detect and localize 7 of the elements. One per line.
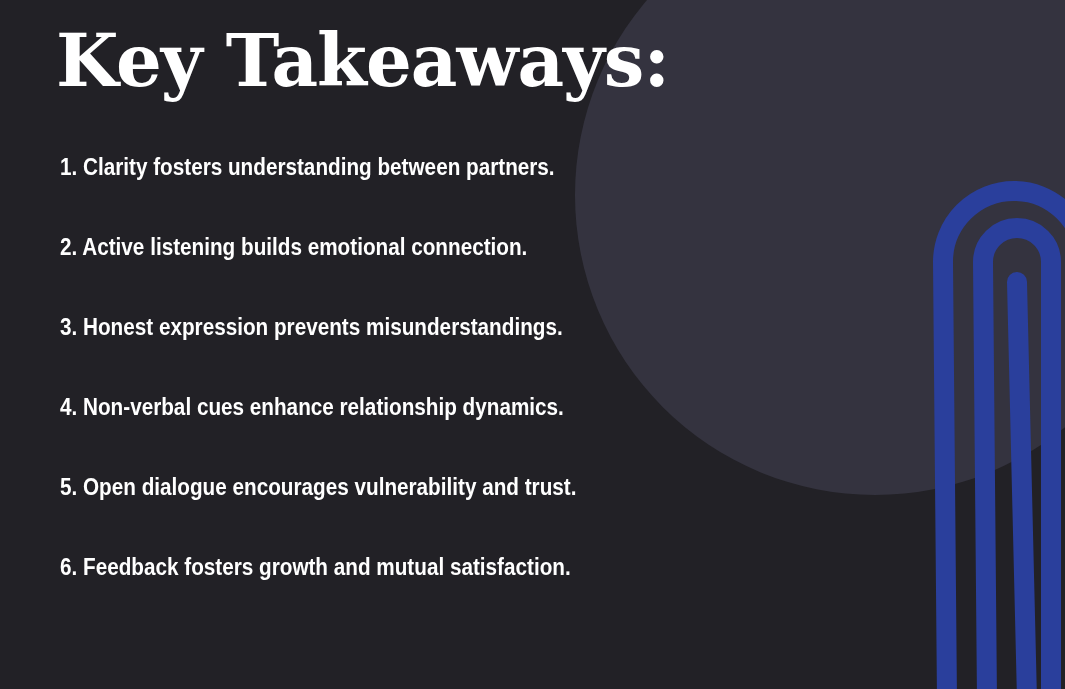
takeaway-text: 5. Open dialogue encourages vulnerability and trust.: [60, 474, 577, 501]
takeaway-text: 3. Honest expression prevents misunderstandings.: [60, 314, 563, 341]
title: Key Takeaways:: [56, 18, 669, 103]
takeaway-text: 4. Non-verbal cues enhance relationship dynamics.: [60, 394, 564, 421]
takeaway-text: 2. Active listening builds emotional connection.: [60, 234, 528, 261]
takeaway-text: 1. Clarity fosters understanding between partners.: [60, 154, 555, 181]
takeaway-text: 6. Feedback fosters growth and mutual satisfaction.: [60, 554, 571, 581]
